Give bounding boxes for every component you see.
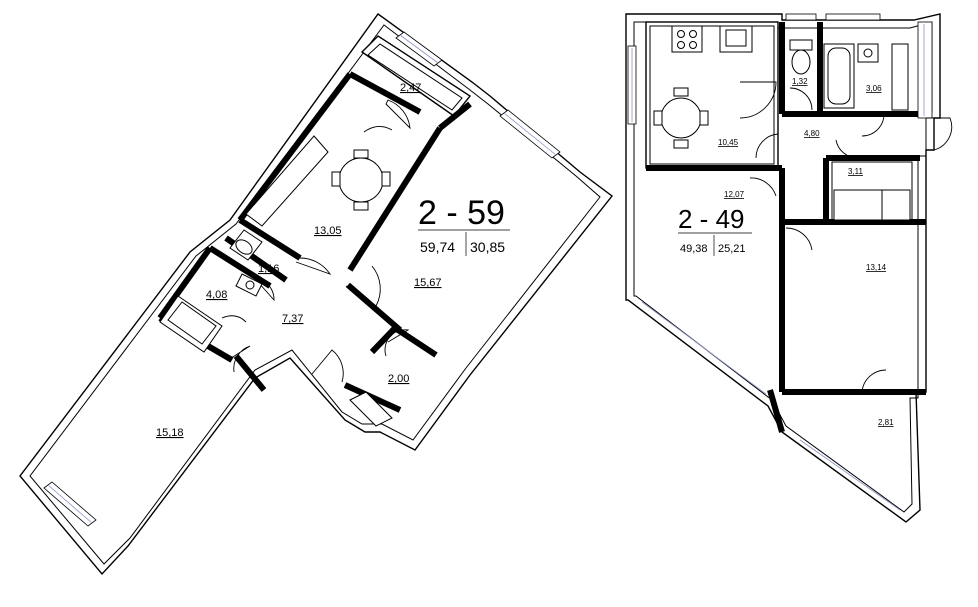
room-area-hall: 4,80 — [804, 129, 820, 138]
room-area-toilet: 1,16 — [258, 263, 279, 275]
room-area-balcony: 2,81 — [878, 418, 894, 427]
kitchen-sink-icon — [719, 25, 753, 53]
room-area-living: 12,07 — [724, 190, 745, 199]
plan-2-59: 2,47 13,05 1,16 4,08 7,37 15,67 2,00 15,… — [19, 13, 613, 576]
toilet-icon — [789, 39, 813, 75]
dining-table-icon — [653, 87, 709, 149]
plan-2-59-windows — [43, 31, 561, 527]
plan-2-49-labels: 10,45 1,32 3,06 4,80 12,07 3,11 13,14 2,… — [678, 77, 894, 427]
plan-2-49-doors — [739, 81, 953, 393]
room-area-bathroom: 4,08 — [206, 289, 227, 301]
plan-total-area: 49,38 — [680, 243, 708, 255]
room-area-bedroom: 13,14 — [866, 263, 887, 272]
bathtub-icon — [823, 43, 855, 109]
room-area-bathroom: 3,06 — [866, 84, 882, 93]
toilet-icon — [229, 229, 263, 261]
dining-table-icon — [338, 157, 384, 203]
plan-2-59-furniture — [159, 135, 393, 427]
room-area-balcony: 2,47 — [400, 82, 421, 94]
room-area-hall: 7,37 — [282, 313, 303, 325]
stove-icon — [671, 25, 703, 53]
room-area-living: 15,67 — [414, 277, 442, 289]
room-area-storage: 3,11 — [848, 167, 864, 176]
room-area-kitchen: 13,05 — [314, 225, 342, 237]
room-area-toilet: 1,32 — [792, 77, 808, 86]
room-area-bedroom: 15,18 — [156, 427, 184, 439]
plan-2-49-windows — [627, 13, 933, 511]
sink-icon — [857, 43, 879, 63]
plan-living-area: 25,21 — [718, 243, 746, 255]
plan-2-59-outer-walls — [19, 13, 613, 576]
plan-2-59-doors — [221, 99, 411, 383]
plan-2-49-partitions — [645, 21, 926, 433]
plan-living-area: 30,85 — [470, 239, 505, 255]
room-area-kitchen: 10,45 — [718, 138, 739, 147]
plan-code: 2 - 49 — [678, 204, 745, 234]
plan-2-49: 10,45 1,32 3,06 4,80 12,07 3,11 13,14 2,… — [625, 13, 953, 523]
plan-2-49-furniture — [653, 25, 913, 221]
plan-2-59-labels: 2,47 13,05 1,16 4,08 7,37 15,67 2,00 15,… — [156, 82, 510, 439]
sink-icon — [235, 273, 263, 297]
room-area-storage: 2,00 — [388, 373, 409, 385]
bathtub-icon — [159, 295, 223, 353]
balcony-top — [360, 35, 472, 117]
plan-total-area: 59,74 — [420, 239, 455, 255]
plan-code: 2 - 59 — [418, 194, 505, 232]
